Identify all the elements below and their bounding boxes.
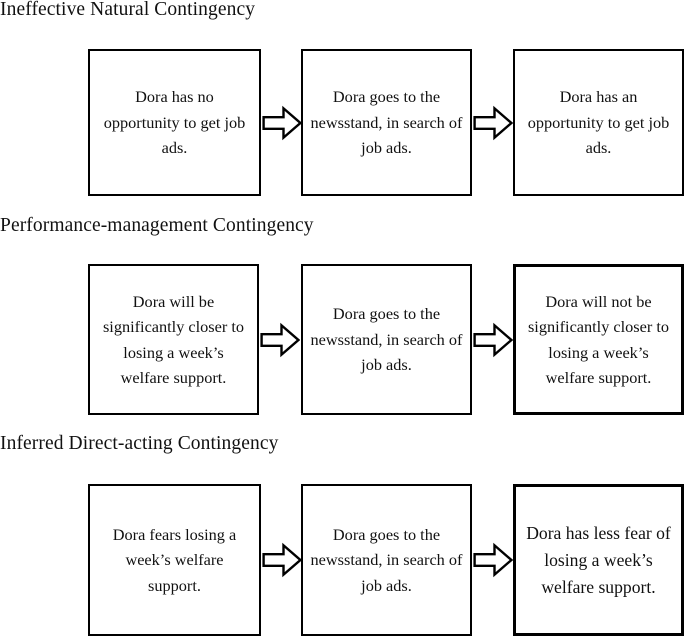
- section-title-3: Inferred Direct-acting Contingency: [0, 433, 279, 454]
- node-1-3-label: Dora has an opportunity to get job ads.: [527, 87, 670, 158]
- section-title-2: Performance-management Contingency: [0, 215, 314, 236]
- node-3-3-label: Dora has less fear of losing a week’s we…: [526, 522, 671, 597]
- block-arrow-right-icon-1-2: [473, 103, 513, 143]
- node-3-1: Dora fears losing a week’s welfare suppo…: [88, 484, 261, 636]
- block-arrow-right-icon-3-1: [262, 540, 302, 580]
- block-arrow-right-icon-2-2: [473, 320, 513, 360]
- section-title-1: Ineffective Natural Contingency: [0, 0, 256, 20]
- block-arrow-right-icon-2-1: [260, 320, 300, 360]
- node-3-2: Dora goes to the newsstand, in search of…: [301, 484, 472, 636]
- node-1-2-label: Dora goes to the newsstand, in search of…: [310, 87, 463, 158]
- node-3-1-label: Dora fears losing a week’s welfare suppo…: [112, 524, 237, 595]
- block-arrow-right-icon-1-1: [262, 103, 302, 143]
- node-2-2: Dora goes to the newsstand, in search of…: [301, 264, 472, 415]
- node-2-3-label: Dora will not be significantly closer to…: [527, 291, 670, 388]
- node-1-3: Dora has an opportunity to get job ads.: [513, 49, 684, 196]
- node-3-3: Dora has less fear of losing a week’s we…: [513, 484, 684, 636]
- node-2-3: Dora will not be significantly closer to…: [513, 264, 684, 415]
- node-2-2-label: Dora goes to the newsstand, in search of…: [310, 304, 463, 375]
- node-3-2-label: Dora goes to the newsstand, in search of…: [310, 524, 463, 595]
- block-arrow-right-icon-3-2: [473, 540, 513, 580]
- node-1-1-label: Dora has no opportunity to get job ads.: [103, 87, 246, 158]
- node-1-2: Dora goes to the newsstand, in search of…: [301, 49, 472, 196]
- node-1-1: Dora has no opportunity to get job ads.: [88, 49, 261, 196]
- node-2-1: Dora will be significantly closer to los…: [88, 264, 259, 415]
- node-2-1-label: Dora will be significantly closer to los…: [102, 291, 245, 388]
